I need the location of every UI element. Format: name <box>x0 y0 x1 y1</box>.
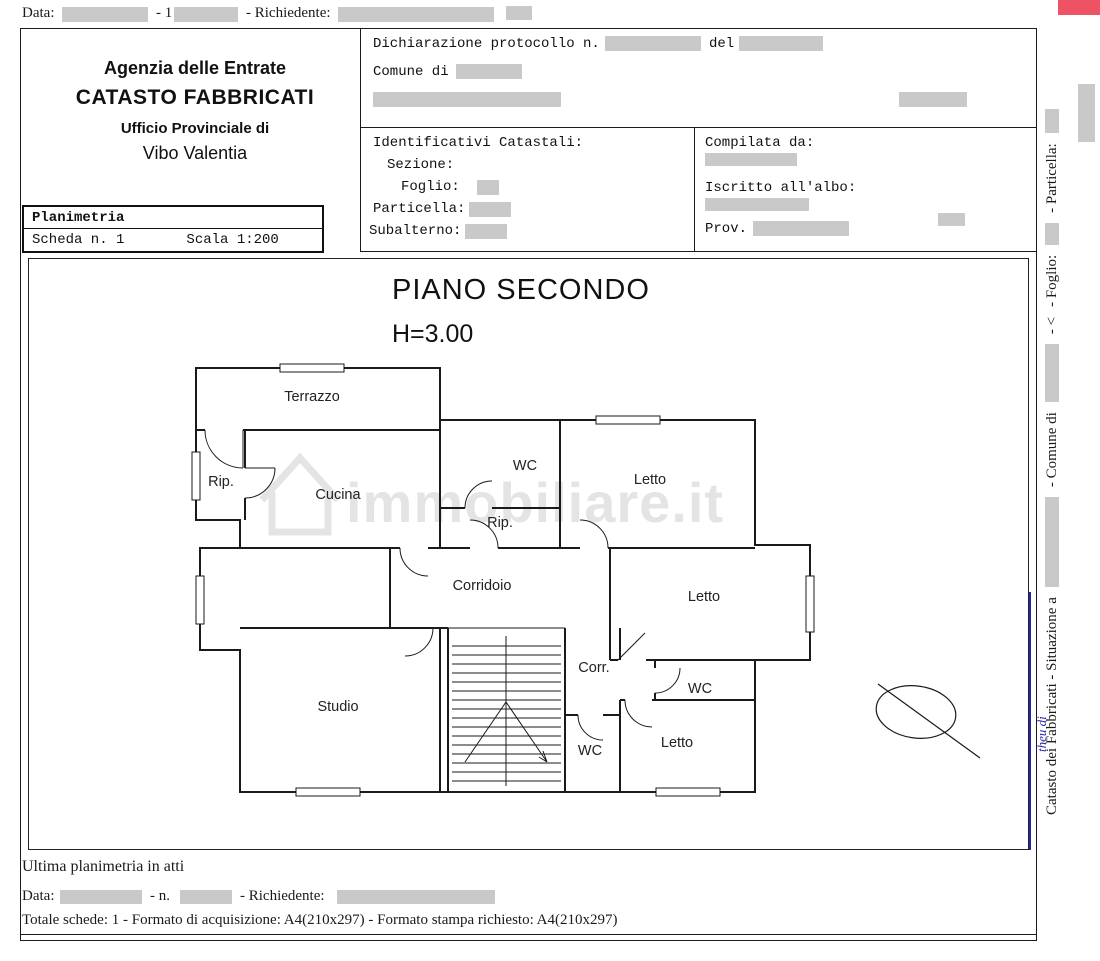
footer-data-label: Data: <box>22 888 55 904</box>
redacted-value <box>469 202 511 217</box>
subalterno-label: Subalterno: <box>369 223 462 239</box>
window <box>595 415 661 425</box>
room-label-wc3: WC <box>578 743 602 759</box>
redacted-value <box>1045 344 1059 403</box>
vertical-sidebar: Catasto dei Fabbricati - Situazione a - … <box>1040 0 1064 961</box>
window <box>295 787 361 797</box>
comune-label: Comune di <box>373 64 449 80</box>
redacted-value <box>506 6 532 20</box>
room-label-letto1: Letto <box>634 472 666 488</box>
sezione-label: Sezione: <box>387 157 455 173</box>
totale-schede-line: Totale schede: 1 - Formato di acquisizio… <box>22 912 618 928</box>
identificativi-title: Identificativi Catastali: <box>373 135 584 151</box>
top-separator: - 1 <box>156 5 173 21</box>
room-label-terrazzo: Terrazzo <box>284 389 340 405</box>
planimetria-box: Planimetria Scheda n. 1 Scala 1:200 <box>22 205 324 253</box>
redacted-value <box>753 221 849 236</box>
dichiarazione-label: Dichiarazione protocollo n. <box>373 36 600 52</box>
redacted-value <box>1078 84 1095 142</box>
agency-line1: Agenzia delle Entrate <box>103 58 287 78</box>
agency-line2: CATASTO FABBRICATI <box>75 86 315 109</box>
sidebar-extra-mark: - < <box>1043 316 1060 335</box>
iscritto-label: Iscritto all'albo: <box>705 180 857 196</box>
prov-label: Prov. <box>705 221 748 237</box>
sidebar-comune-label: - Comune di <box>1043 412 1060 488</box>
redacted-value <box>739 36 823 51</box>
window <box>805 575 815 633</box>
redacted-value <box>1045 497 1059 588</box>
room-label-wc2: WC <box>688 681 712 697</box>
blue-pen-note: theu di <box>1034 716 1049 752</box>
agency-line3: Ufficio Provinciale di <box>120 120 270 137</box>
del-label: del <box>709 36 735 52</box>
room-label-studio: Studio <box>317 699 358 715</box>
redacted-value <box>373 92 561 107</box>
footer-divider <box>20 934 1037 935</box>
sidebar-foglio-label: - Foglio: <box>1043 254 1060 307</box>
window <box>195 575 205 625</box>
stairs-walk-line <box>464 701 548 763</box>
room-label-letto2: Letto <box>688 589 720 605</box>
redacted-value <box>338 7 494 22</box>
redacted-value <box>337 890 495 904</box>
stairs <box>448 627 565 786</box>
redacted-value <box>705 198 809 211</box>
top-data-label: Data: <box>22 5 55 21</box>
redacted-value <box>705 153 797 166</box>
windows <box>191 363 815 797</box>
redacted-value <box>899 92 967 107</box>
planimetria-title: Planimetria <box>24 207 322 229</box>
particella-label: Particella: <box>373 201 466 217</box>
foglio-label: Foglio: <box>401 179 460 195</box>
walls-interior <box>196 420 755 792</box>
blue-pen-line <box>1029 592 1031 850</box>
door-arcs <box>204 429 681 741</box>
document-border <box>20 28 1037 941</box>
room-label-corridoio: Corridoio <box>453 578 512 594</box>
footer-richiedente-label: - Richiedente: <box>240 888 325 904</box>
redacted-value <box>456 64 522 79</box>
redacted-value <box>465 224 507 239</box>
window <box>191 451 201 501</box>
scala-label: Scala 1:200 <box>186 232 279 248</box>
window <box>655 787 721 797</box>
redacted-value <box>1045 109 1059 134</box>
sidebar-catasto-label: Catasto dei Fabbricati - Situazione a <box>1043 597 1060 815</box>
redacted-value <box>477 180 499 195</box>
redacted-value <box>62 7 148 22</box>
room-label-cucina: Cucina <box>315 487 361 503</box>
window <box>279 363 345 373</box>
redacted-value <box>1045 222 1059 245</box>
agency-line4: Vibo Valentia <box>142 143 248 163</box>
plan-sheet <box>28 258 1029 850</box>
red-marker <box>1058 0 1100 15</box>
watermark-text: immobiliare.it <box>346 471 724 534</box>
ultima-planimetria-note: Ultima planimetria in atti <box>22 858 185 875</box>
identificativi-box: Identificativi Catastali: Sezione: Fogli… <box>360 128 695 252</box>
redacted-value <box>180 890 232 904</box>
watermark: immobiliare.it <box>259 452 724 536</box>
redacted-value <box>605 36 701 51</box>
room-label-wc1: WC <box>513 458 537 474</box>
top-richiedente-label: - Richiedente: <box>246 5 331 21</box>
scheda-label: Scheda n. 1 <box>32 232 125 248</box>
floor-title: PIANO SECONDO <box>392 274 650 306</box>
compass-icon <box>875 683 981 759</box>
room-label-rip1: Rip. <box>208 474 234 490</box>
floor-height-label: H=3.00 <box>392 320 474 348</box>
footer-n-label: - n. <box>150 888 170 904</box>
dichiarazione-box: Dichiarazione protocollo n. del Comune d… <box>360 28 1037 128</box>
redacted-value <box>60 890 142 904</box>
floor-plan-drawing: immobiliare.it <box>191 363 981 797</box>
compilata-title: Compilata da: <box>705 135 815 151</box>
redacted-value <box>938 213 965 226</box>
sidebar-particella-label: - Particella: <box>1043 143 1060 213</box>
room-label-letto3: Letto <box>661 735 693 751</box>
compilata-box: Compilata da: Iscritto all'albo: Prov. <box>695 128 1037 252</box>
redacted-value <box>174 7 238 22</box>
agency-header: Agenzia delle Entrate CATASTO FABBRICATI… <box>30 58 360 164</box>
watermark-house-icon <box>259 452 341 536</box>
room-label-rip2: Rip. <box>487 515 513 531</box>
room-label-corr: Corr. <box>578 660 609 676</box>
